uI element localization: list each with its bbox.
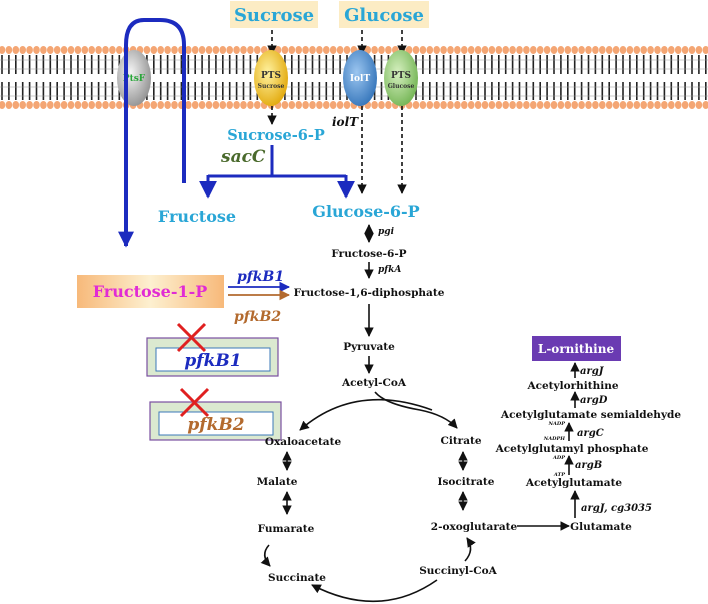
acetylglutamate-semialdehyde-label: Acetylglutamate semialdehyde — [500, 409, 681, 421]
tca-oxoglutarate-succinylcoa-arc — [464, 537, 476, 562]
fumarate-label: Fumarate — [258, 523, 315, 535]
isocitrate-label: Isocitrate — [438, 476, 495, 488]
pyruvate-label: Pyruvate — [343, 341, 395, 353]
oxoglutarate-label: 2-oxoglutarate — [431, 521, 518, 533]
fructose-1p-label: Fructose-1-P — [93, 282, 208, 301]
glutamate-label: Glutamate — [570, 521, 632, 533]
argd-gene-label: argD — [580, 395, 608, 406]
pts-glucose-transporter: PTS Glucose — [384, 50, 418, 106]
acetylglutamate-label: Acetylglutamate — [525, 477, 623, 489]
pfkb2-gene-label: pfkB2 — [234, 309, 281, 325]
malate-label: Malate — [257, 476, 298, 488]
iolt-label: IolT — [350, 74, 371, 84]
fructose-16dp-label: Fructose-1,6-diphosphate — [294, 287, 445, 299]
pgi-gene-label: pgi — [378, 227, 395, 237]
pfkb1-knockout: pfkB1 — [146, 322, 279, 377]
fructose-label: Fructose — [158, 207, 236, 226]
ptsf-fructose-loop — [118, 18, 186, 248]
glucose-label: Glucose — [344, 5, 424, 26]
sacc-gene-label: sacC — [220, 147, 266, 167]
fructose-6p-label: Fructose-6-P — [331, 248, 406, 260]
glucose-6p-label: Glucose-6-P — [312, 202, 419, 221]
pfka-gene-label: pfkA — [378, 265, 401, 275]
atp-cofactor-label: ATP — [553, 472, 565, 478]
sucrose-label: Sucrose — [234, 5, 314, 26]
acetyl-coa-label: Acetyl-CoA — [341, 377, 407, 389]
pts-glucose-label-2: Glucose — [388, 83, 415, 90]
tca-bottom-arc — [311, 579, 438, 603]
citrate-label: Citrate — [440, 435, 481, 447]
nadp-cofactor-label: NADP — [547, 421, 565, 427]
iolt-gene-label: iolT — [332, 115, 359, 129]
argj-gene-label: argJ — [580, 366, 605, 377]
glucose-box — [339, 1, 429, 28]
pts-glucose-label-1: PTS — [391, 71, 411, 81]
ptsf-transporter: PtsF — [117, 50, 151, 106]
pts-sucrose-transporter: PTS Sucrose — [254, 50, 288, 106]
acetylcoa-citrate-arrow — [374, 391, 458, 429]
nadph-cofactor-label: NADPH — [543, 436, 566, 442]
ptsf-label: PtsF — [123, 74, 146, 84]
acetylornithine-label: Acetylorhithine — [526, 380, 618, 392]
succinate-label: Succinate — [268, 572, 326, 584]
succinyl-coa-label: Succinyl-CoA — [419, 565, 497, 577]
l-ornithine-box — [532, 336, 621, 361]
fructose-1p-box — [77, 275, 224, 308]
pts-sucrose-label-1: PTS — [261, 71, 281, 81]
oxaloacetate-label: Oxaloacetate — [265, 436, 342, 448]
adp-cofactor-label: ADP — [552, 455, 565, 461]
sucrose-6p-label: Sucrose-6-P — [227, 127, 325, 144]
iolt-transporter: IolT — [343, 50, 377, 106]
acetylglutamyl-phosphate-label: Acetylglutamyl phosphate — [495, 443, 649, 455]
tca-succinate-fumarate-arc — [260, 544, 271, 567]
pfkb1-knockout-label: pfkB1 — [184, 351, 241, 371]
pfkb2-knockout-x — [179, 387, 210, 418]
l-ornithine-label: L-ornithine — [538, 342, 615, 356]
sucrose-box — [230, 1, 318, 28]
argc-gene-label: argC — [577, 428, 604, 439]
sacc-split-lines — [208, 145, 346, 178]
tca-top-arc — [299, 398, 433, 431]
pfkb2-knockout: pfkB2 — [149, 387, 282, 441]
argb-gene-label: argB — [575, 460, 602, 471]
argj-cg3035-gene-label: argJ, cg3035 — [581, 503, 652, 514]
pfkb2-knockout-label: pfkB2 — [187, 415, 244, 435]
pfkb1-knockout-x — [176, 322, 207, 353]
pts-sucrose-label-2: Sucrose — [258, 83, 285, 90]
pfkb1-gene-label: pfkB1 — [237, 269, 284, 285]
